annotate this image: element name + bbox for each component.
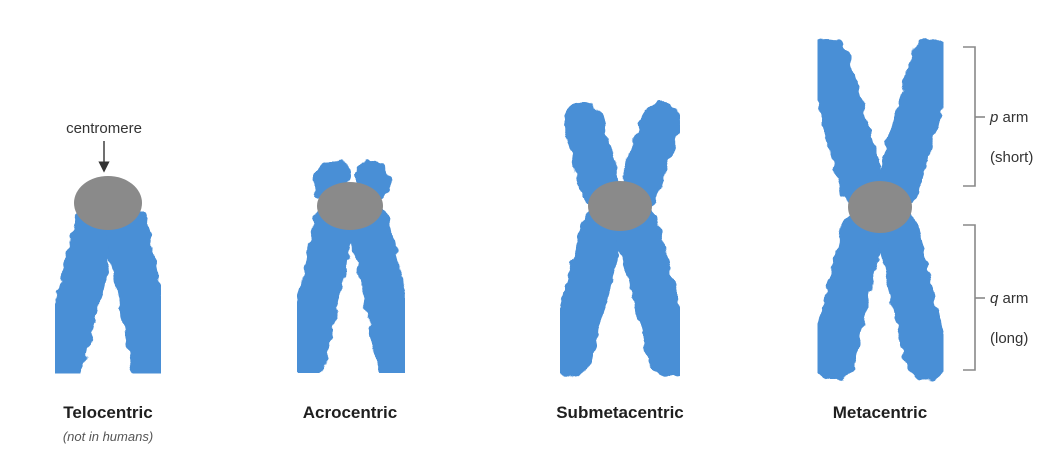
label-acrocentric: Acrocentric (303, 403, 397, 422)
telocentric-centromere (74, 176, 142, 230)
p-arm-annotation: p arm (short) (963, 47, 1033, 186)
q-arm-annotation: q arm (long) (963, 225, 1028, 370)
telocentric-q-arms (64, 225, 152, 360)
submetacentric-centromere (588, 181, 652, 231)
q-arm-label: q arm (990, 290, 1028, 307)
p-arm-word: arm (1003, 109, 1029, 126)
label-submetacentric: Submetacentric (556, 403, 684, 422)
centromere-annotation: centromere (66, 120, 142, 167)
label-metacentric: Metacentric (833, 403, 927, 422)
centromere-label: centromere (66, 120, 142, 137)
submetacentric-arms (570, 122, 670, 355)
metacentric-centromere (848, 181, 912, 233)
p-letter: p (989, 109, 998, 126)
chromosome-metacentric (828, 60, 933, 358)
q-letter: q (990, 290, 999, 307)
q-arm-word: arm (1003, 290, 1029, 307)
q-arm-long: (long) (990, 330, 1028, 347)
p-arm-label: p arm (989, 109, 1028, 126)
chromosome-telocentric (64, 176, 152, 360)
chromosome-submetacentric (570, 122, 670, 355)
note-telocentric: (not in humans) (63, 429, 153, 444)
acrocentric-centromere (317, 182, 383, 230)
p-arm-bracket (963, 47, 975, 186)
label-telocentric: Telocentric (63, 403, 152, 422)
p-arm-short: (short) (990, 149, 1033, 166)
q-arm-bracket (963, 225, 975, 370)
chromosome-acrocentric (306, 177, 396, 355)
